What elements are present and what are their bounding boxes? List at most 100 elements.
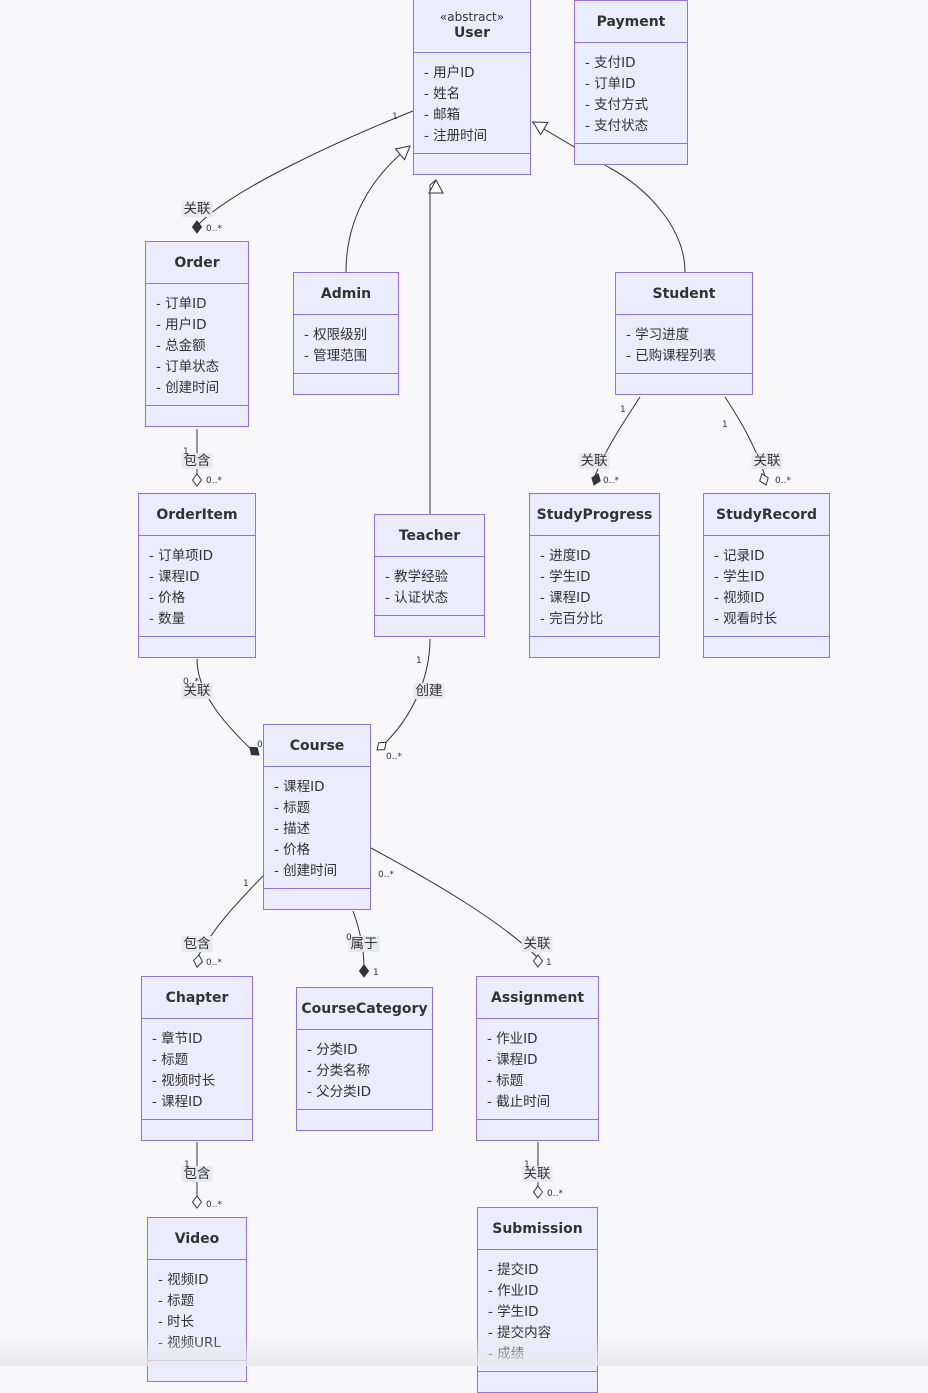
class-assignment: Assignment- 作业ID- 课程ID- 标题- 截止时间 <box>476 976 599 1141</box>
class-attribute: - 完百分比 <box>540 611 604 627</box>
relation-label: 关联 <box>181 683 213 699</box>
class-attribute: - 视频ID <box>714 590 765 606</box>
cardinality-from: 0..* <box>378 870 394 880</box>
class-admin: Admin - 权限级别 - 管理范围 <box>293 272 399 395</box>
class-name: CourseCategory <box>301 1000 428 1017</box>
class-attribute: - 时长 <box>158 1314 195 1330</box>
class-name: Order <box>174 254 220 271</box>
relation-label: 属于 <box>348 936 380 952</box>
cardinality-to: 0 <box>257 740 263 750</box>
class-header: Video <box>148 1218 246 1260</box>
class-header: Student <box>616 273 752 315</box>
class-student: Student- 学习进度- 已购课程列表 <box>615 272 753 395</box>
aggregation-diamond <box>191 1195 203 1209</box>
class-attribute: - 课程ID <box>487 1052 538 1068</box>
class-studyrecord: StudyRecord- 记录ID- 学生ID- 视频ID- 观看时长 <box>703 493 830 658</box>
class-header: Teacher <box>375 515 484 557</box>
class-attributes: - 订单项ID- 课程ID- 价格- 数量 <box>139 536 255 637</box>
class-name: Chapter <box>165 989 229 1006</box>
class-coursecategory: CourseCategory- 分类ID- 分类名称- 父分类ID <box>296 987 433 1131</box>
class-attribute: - 学生ID <box>714 569 765 585</box>
class-attributes: - 用户ID- 姓名- 邮箱- 注册时间 <box>414 53 530 154</box>
class-attribute: - 标题 <box>274 800 311 816</box>
class-methods <box>616 374 752 394</box>
aggregation-diamond <box>759 472 769 486</box>
class-attribute: - 支付方式 <box>585 97 649 113</box>
class-attribute: - 标题 <box>487 1073 524 1089</box>
class-name: User <box>453 24 491 41</box>
relation-label: 关联 <box>751 453 783 469</box>
class-stereotype: «abstract» <box>439 9 505 24</box>
class-attributes: - 课程ID- 标题- 描述- 价格- 创建时间 <box>264 767 370 889</box>
cardinality-from: 1 <box>392 112 398 122</box>
class-header: Course <box>264 725 370 767</box>
class-name: Payment <box>596 13 666 30</box>
class-header: Assignment <box>477 977 598 1019</box>
relation-label: 关联 <box>521 936 553 952</box>
class-order: Order- 订单ID- 用户ID- 总金额- 订单状态- 创建时间 <box>145 241 249 427</box>
cardinality-from: 1 <box>243 879 249 889</box>
class-attribute: - 管理范围 <box>304 348 368 364</box>
class-methods <box>575 144 687 164</box>
cardinality-from: 1 <box>184 1160 190 1170</box>
class-methods <box>704 637 829 657</box>
class-name: Submission <box>492 1220 583 1237</box>
class-attribute: - 姓名 <box>424 86 461 102</box>
aggregation-diamond <box>376 741 387 751</box>
relation-line <box>196 110 414 227</box>
aggregation-diamond <box>532 954 544 968</box>
class-attribute: - 视频ID <box>158 1272 209 1288</box>
class-attribute: - 价格 <box>149 590 186 606</box>
inheritance-arrow <box>394 145 411 161</box>
class-attribute: - 截止时间 <box>487 1094 551 1110</box>
relation-label: 关联 <box>181 201 213 217</box>
cardinality-to: 0..* <box>775 476 791 486</box>
class-methods <box>477 1120 598 1140</box>
relation-line <box>345 146 410 273</box>
relation-label: 包含 <box>181 453 213 469</box>
aggregation-diamond <box>191 473 203 487</box>
composition-diamond <box>191 220 203 234</box>
cardinality-to: 0..* <box>206 1200 222 1210</box>
class-name: Student <box>652 285 716 302</box>
class-attribute: - 观看时长 <box>714 611 778 627</box>
class-header: StudyProgress <box>530 494 659 536</box>
class-attribute: - 价格 <box>274 842 311 858</box>
class-header: Payment <box>575 1 687 43</box>
cardinality-from: 1 <box>722 420 728 430</box>
class-methods <box>297 1110 432 1130</box>
composition-diamond <box>249 746 260 756</box>
cardinality-from: 1 <box>524 1160 530 1170</box>
class-attribute: - 权限级别 <box>304 327 368 343</box>
class-attributes: - 支付ID- 订单ID- 支付方式- 支付状态 <box>575 43 687 144</box>
class-attribute: - 父分类ID <box>307 1084 372 1100</box>
class-attribute: - 学生ID <box>488 1304 539 1320</box>
class-name: Video <box>174 1230 220 1247</box>
class-name: StudyProgress <box>536 506 653 523</box>
relation-label: 关联 <box>578 453 610 469</box>
class-attribute: - 邮箱 <box>424 107 461 123</box>
cardinality-from: 1 <box>416 656 422 666</box>
class-attribute: - 教学经验 <box>385 569 449 585</box>
class-header: Admin <box>294 273 398 315</box>
relation-line <box>196 658 255 753</box>
cardinality-from: 0..* <box>183 677 199 687</box>
class-methods <box>530 637 659 657</box>
cardinality-to: 1 <box>373 968 379 978</box>
class-attribute: - 提交ID <box>488 1262 539 1278</box>
class-attribute: - 认证状态 <box>385 590 449 606</box>
class-attribute: - 课程ID <box>149 569 200 585</box>
class-attribute: - 创建时间 <box>156 380 220 396</box>
class-attribute: - 分类名称 <box>307 1063 371 1079</box>
inheritance-arrow <box>532 121 549 136</box>
class-studyprogress: StudyProgress- 进度ID- 学生ID- 课程ID- 完百分比 <box>529 493 660 658</box>
class-attribute: - 标题 <box>152 1052 189 1068</box>
class-payment: Payment - 支付ID- 订单ID- 支付方式- 支付状态 <box>574 0 688 165</box>
relation-line <box>531 121 686 273</box>
class-methods <box>375 616 484 636</box>
cardinality-to: 0..* <box>603 476 619 486</box>
cardinality-from: 0 <box>346 933 352 943</box>
cardinality-to: 0..* <box>206 476 222 486</box>
relation-line <box>370 847 539 959</box>
